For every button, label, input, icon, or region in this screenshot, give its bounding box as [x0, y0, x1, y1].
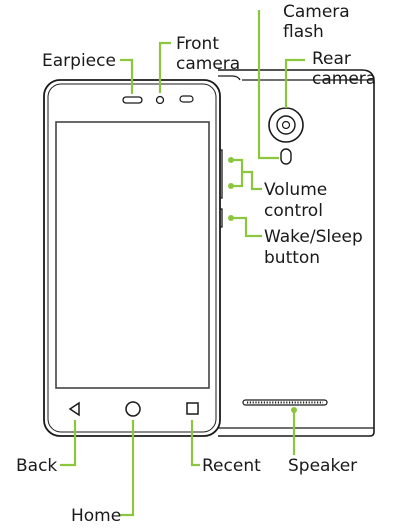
leader-volume-control	[231, 158, 262, 191]
leader-wake-sleep	[231, 216, 262, 238]
recent-square-icon	[186, 402, 199, 415]
label-wake-sleep: Wake/Sleep button	[264, 227, 368, 268]
leader-home	[120, 420, 135, 517]
back-triangle-icon	[68, 401, 80, 417]
label-home: Home	[71, 506, 121, 526]
speaker-dot	[291, 407, 297, 413]
label-back: Back	[16, 456, 57, 476]
leader-back	[60, 420, 77, 467]
earpiece	[122, 96, 143, 104]
volume-dot-lower	[228, 183, 234, 189]
rear-speaker-grille	[242, 399, 328, 406]
leader-lines	[60, 10, 305, 517]
phone-back-top-rim	[218, 75, 374, 81]
home-circle-icon	[125, 401, 141, 417]
front-camera	[155, 95, 165, 105]
leader-rear-camera	[284, 58, 305, 108]
label-earpiece: Earpiece	[42, 51, 116, 71]
leader-front-camera	[158, 41, 171, 93]
leader-earpiece	[120, 58, 134, 94]
label-speaker: Speaker	[288, 456, 357, 476]
label-recent: Recent	[202, 456, 261, 476]
volume-dot-upper	[228, 157, 234, 163]
leader-recent	[190, 420, 200, 467]
label-front-camera: Front camera	[176, 34, 240, 74]
camera-flash	[280, 148, 292, 165]
phone-back-body	[218, 69, 375, 437]
label-rear-camera: Rear camera	[312, 49, 376, 89]
proximity-sensor	[179, 95, 194, 103]
label-camera-flash: Camera flash	[283, 2, 355, 42]
label-volume-control: Volume control	[264, 180, 333, 221]
rear-camera	[268, 107, 304, 143]
wake-sleep-dot	[228, 215, 234, 221]
phone-screen	[55, 121, 210, 389]
leader-camera-flash	[257, 10, 279, 160]
